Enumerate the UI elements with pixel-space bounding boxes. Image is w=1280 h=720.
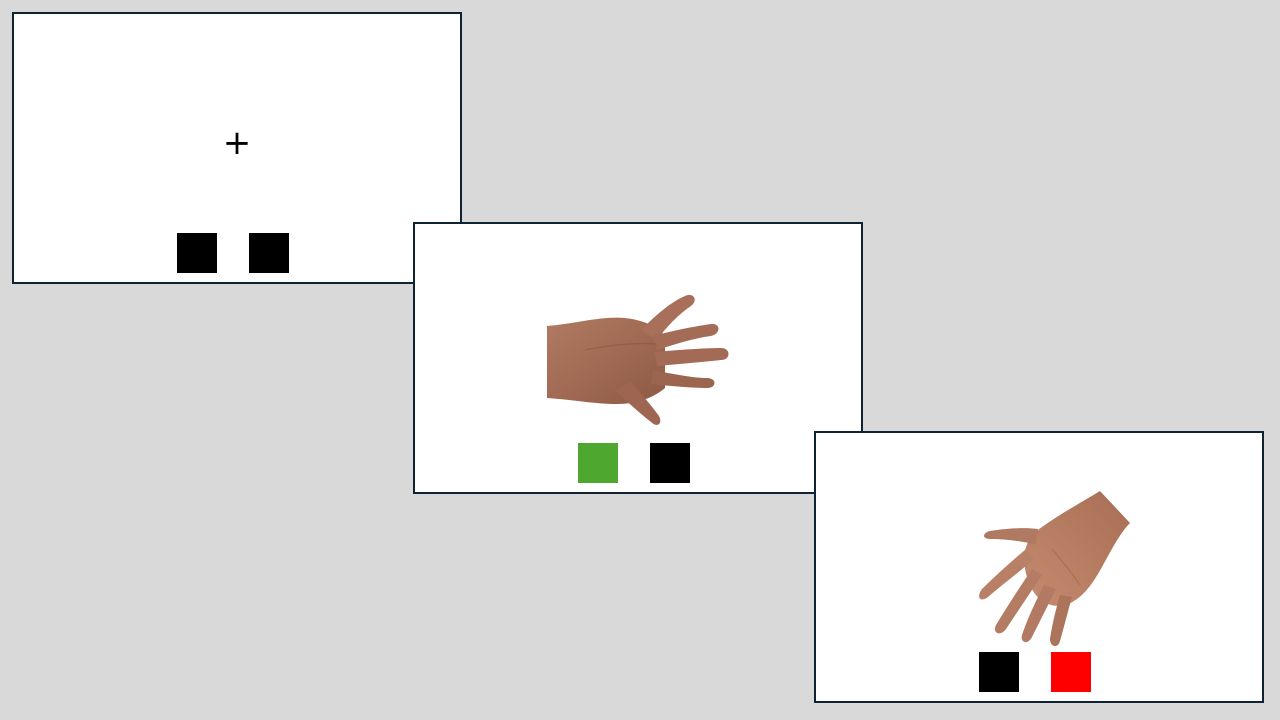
right-response-square (650, 443, 690, 483)
right-response-square (1051, 652, 1091, 692)
fixation-cross: + (222, 123, 252, 163)
left-response-square (578, 443, 618, 483)
fixation-screen: + (12, 12, 462, 284)
hand-back-icon (547, 294, 729, 425)
left-response-square (177, 233, 217, 273)
stimulus-screen (413, 222, 863, 494)
response-screen (814, 431, 1264, 703)
hand-palm-down-icon (979, 491, 1130, 647)
left-response-square (979, 652, 1019, 692)
right-response-square (249, 233, 289, 273)
